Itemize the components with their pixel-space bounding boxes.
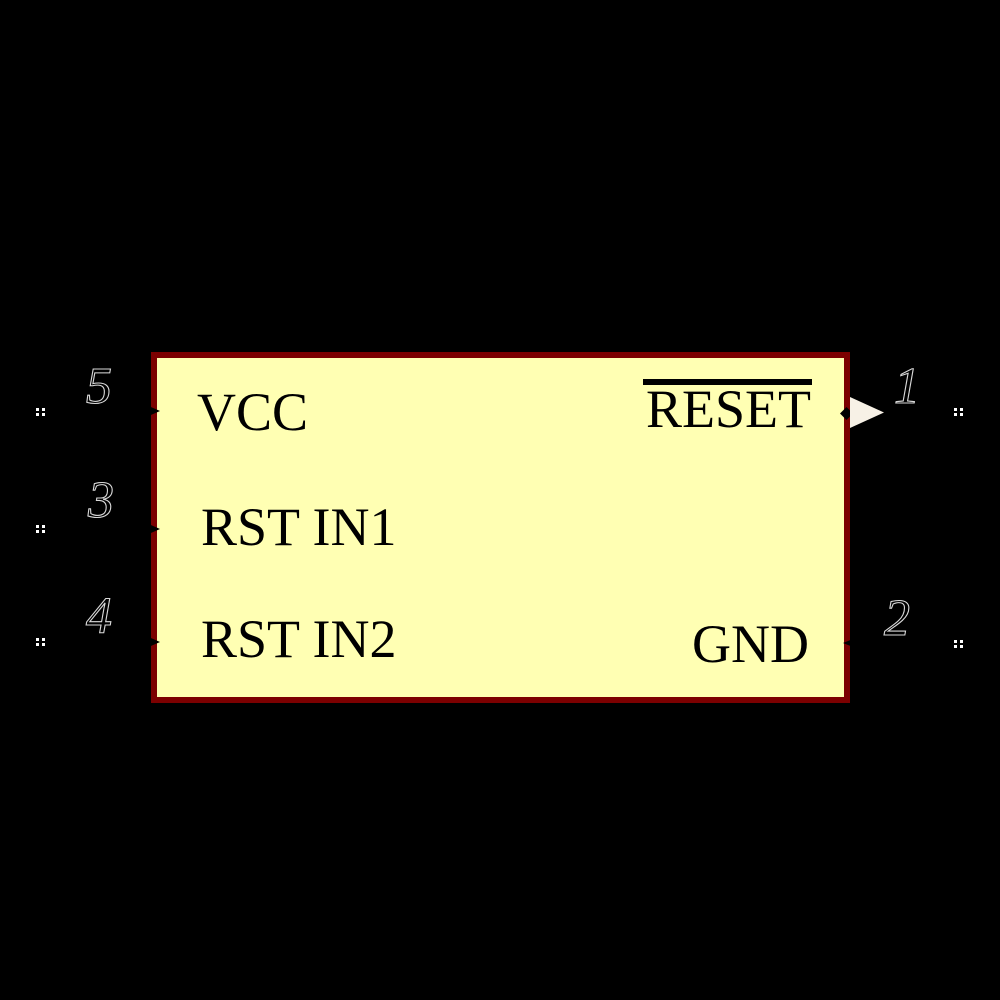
pin-1-edge-diamond-icon: [840, 407, 853, 420]
pin-endpoint-5[interactable]: [36, 408, 39, 411]
pin-number-2: 2: [884, 590, 910, 647]
pin-label-rst-in2: RST IN2: [201, 609, 397, 669]
pin-label-rst-in1: RST IN1: [201, 497, 397, 557]
component-body[interactable]: [151, 352, 850, 703]
pin-label-gnd: GND: [692, 614, 809, 674]
pin-label-vcc: VCC: [197, 382, 309, 442]
pin-number-5: 5: [86, 358, 112, 415]
pin-number-3: 3: [87, 472, 114, 529]
pin-endpoint-3[interactable]: [36, 525, 39, 528]
pin-endpoint-1[interactable]: [954, 408, 957, 411]
reset-active-low-overline: [643, 379, 812, 385]
pin-label-reset: RESET: [646, 379, 812, 439]
pin-endpoint-4[interactable]: [36, 638, 39, 641]
pin-number-1: 1: [894, 358, 920, 415]
pin-number-4: 4: [86, 588, 112, 645]
pin-endpoint-2[interactable]: [954, 640, 957, 643]
pin-1-output-marker-icon: [850, 397, 884, 428]
